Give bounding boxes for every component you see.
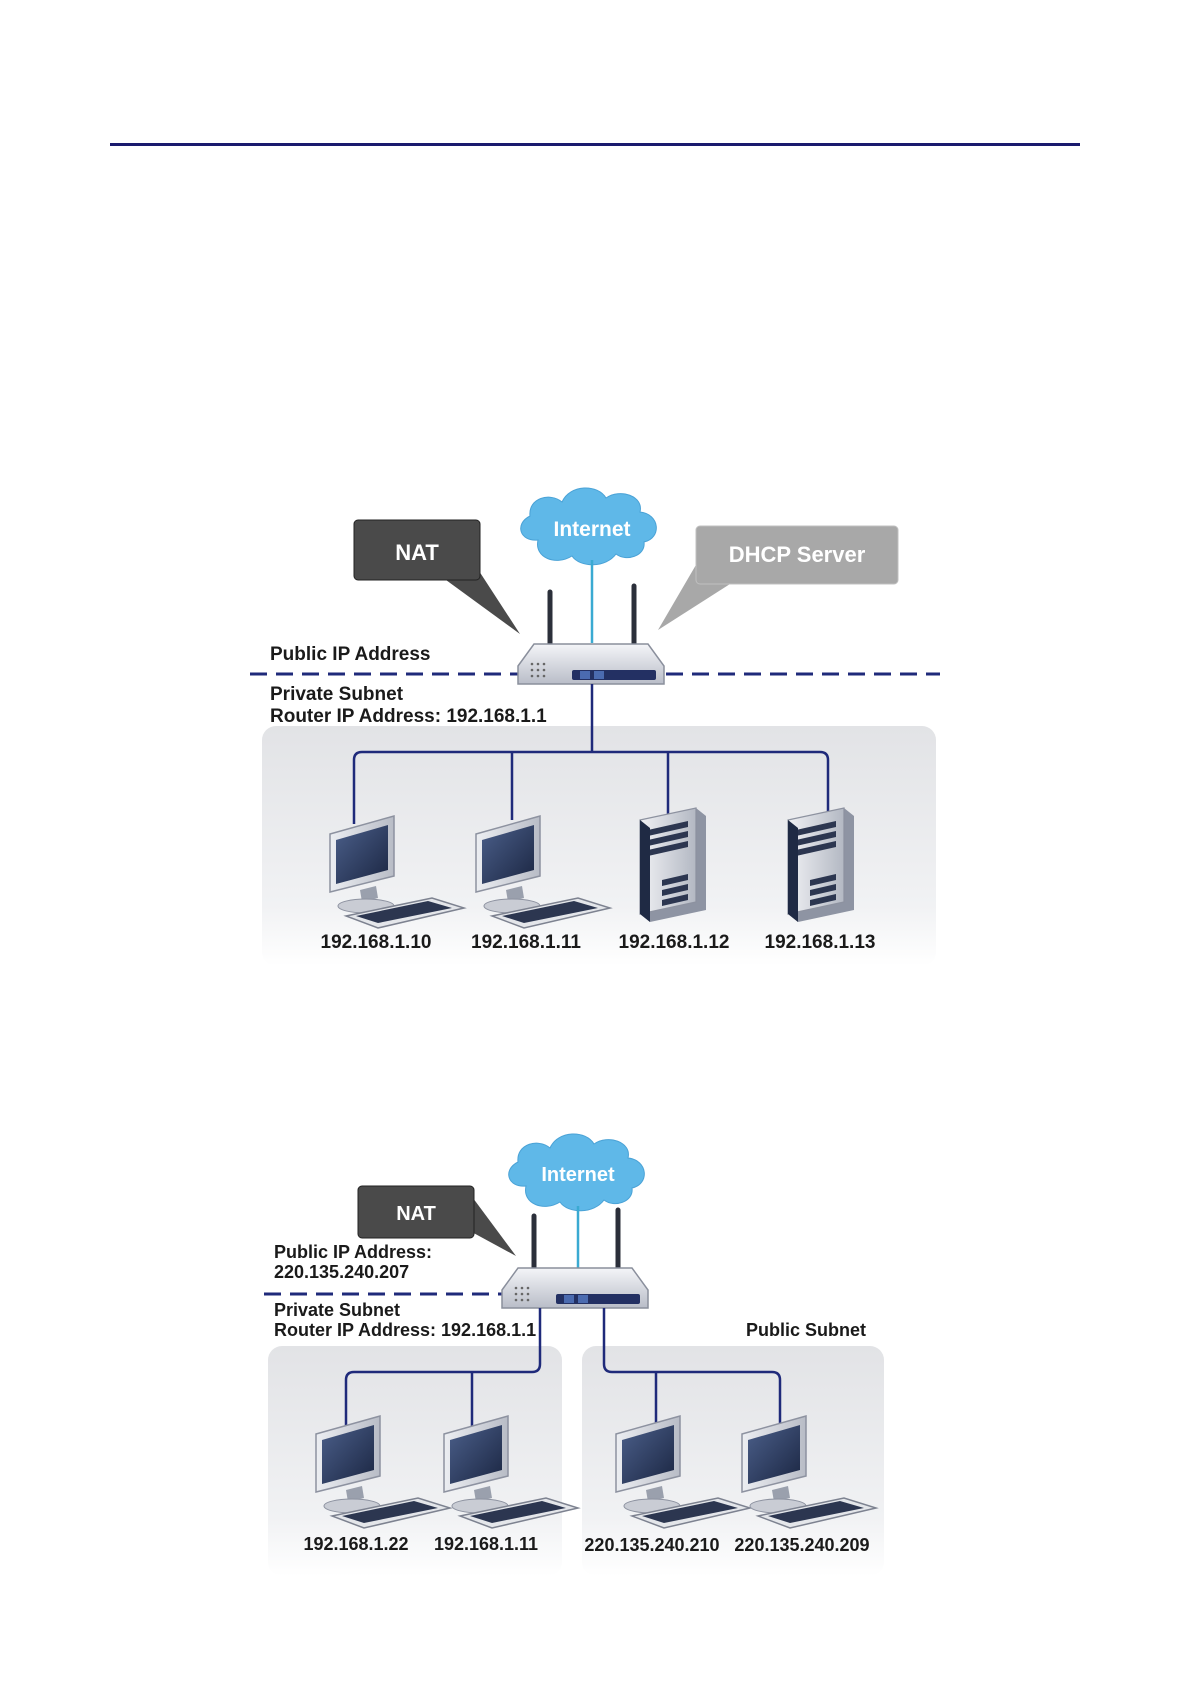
- server-icon: [639, 807, 707, 923]
- lan-links: [344, 1308, 782, 1438]
- host-ip-label: 192.168.1.10: [321, 932, 432, 953]
- host-ip-label: 192.168.1.12: [619, 932, 730, 953]
- public-ip-value: 220.135.240.207: [274, 1262, 409, 1282]
- internet-cloud: Internet: [520, 487, 657, 566]
- network-diagram-nat-dhcp: Internet NAT DHCP Server Public IP Addre…: [250, 487, 940, 966]
- public-ip-label: Public IP Address: [270, 644, 431, 665]
- nat-callout: NAT: [357, 1185, 516, 1256]
- dhcp-server-callout: DHCP Server: [658, 525, 899, 630]
- network-diagram-nat-public-subnet: Internet NAT Public IP Address: 220.135.…: [264, 1133, 884, 1576]
- nat-label: NAT: [396, 1203, 436, 1225]
- host-ip-label: 192.168.1.22: [303, 1534, 408, 1554]
- lan-links: [352, 684, 830, 824]
- public-subnet-label: Public Subnet: [746, 1320, 866, 1340]
- router-icon: [502, 1210, 648, 1308]
- public-ip-label: Public IP Address:: [274, 1242, 432, 1262]
- host-ip-label: 220.135.240.209: [734, 1535, 869, 1555]
- header-rule: [110, 143, 1080, 146]
- internet-label: Internet: [541, 1164, 615, 1186]
- private-subnet-label: Private Subnet: [270, 684, 404, 705]
- host-ip-label: 192.168.1.11: [471, 932, 581, 953]
- host-ip-label: 192.168.1.11: [434, 1534, 538, 1554]
- internet-cloud: Internet: [508, 1133, 645, 1212]
- host-ip-label: 220.135.240.210: [584, 1535, 719, 1555]
- internet-label: Internet: [553, 518, 630, 541]
- nat-label: NAT: [395, 540, 439, 565]
- host-ip-label: 192.168.1.13: [765, 932, 876, 953]
- router-ip-label: Router IP Address: 192.168.1.1: [274, 1320, 536, 1340]
- private-subnet-label: Private Subnet: [274, 1300, 400, 1320]
- dhcp-server-label: DHCP Server: [729, 542, 866, 567]
- router-ip-label: Router IP Address: 192.168.1.1: [270, 706, 547, 727]
- server-icon: [787, 807, 855, 923]
- nat-callout: NAT: [353, 519, 520, 634]
